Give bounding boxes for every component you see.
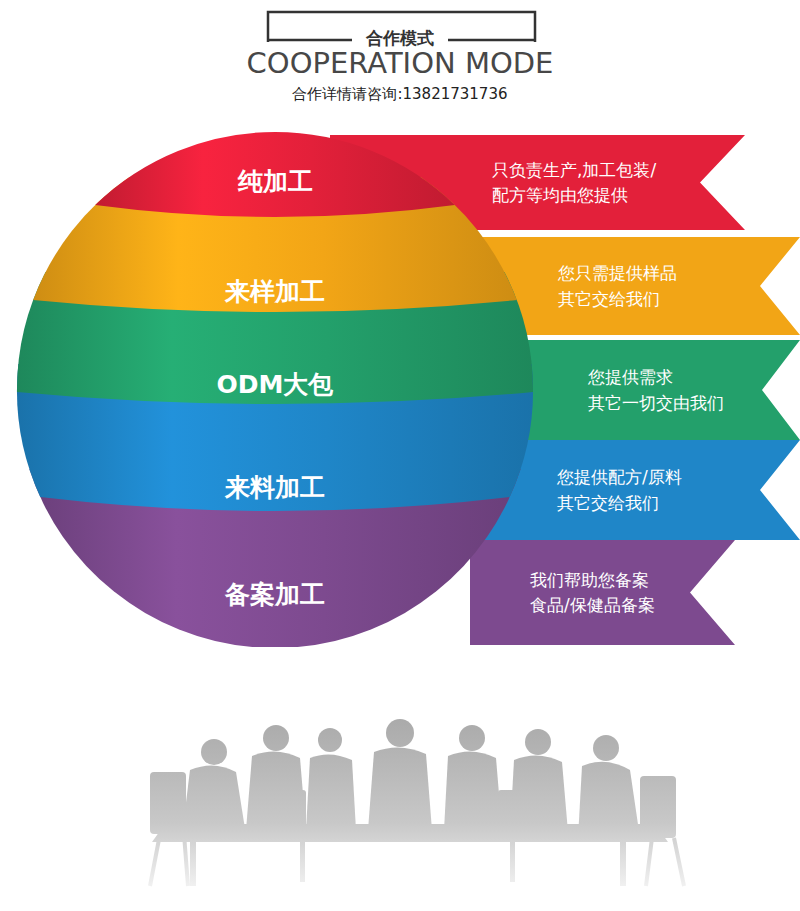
- band-fill: [29, 469, 520, 647]
- text-line: 来料加工: [17, 473, 533, 503]
- text-line: 您提供配方/原料: [557, 465, 682, 491]
- band-label: 来料加工: [17, 473, 533, 503]
- text-line: 食品/保健品备案: [530, 593, 655, 619]
- text-line: 其它交给我们: [558, 286, 677, 312]
- band-fill: [17, 272, 533, 404]
- contact-note: 合作详情请咨询:13821731736: [0, 85, 800, 104]
- ribbon-text: 我们帮助您备案 食品/保健品备案: [530, 567, 655, 618]
- band-label: ODM大包: [17, 370, 533, 400]
- text-line: 其它交给我们: [557, 490, 682, 516]
- text-line: 备案加工: [17, 580, 533, 610]
- subtitle: COOPERATION MODE: [0, 46, 800, 80]
- text-line: 您提供需求: [588, 365, 724, 391]
- text-line: 来样加工: [17, 277, 533, 307]
- text-line: 纯加工: [17, 167, 533, 197]
- band-label: 纯加工: [17, 167, 533, 197]
- ribbon-text: 您提供需求 其它一切交由我们: [588, 365, 724, 416]
- band-label: 备案加工: [17, 580, 533, 610]
- ribbon-text: 您只需提供样品 其它交给我们: [558, 261, 677, 312]
- band-fill: [17, 364, 533, 511]
- text-line: 配方等均由您提供: [492, 183, 656, 209]
- ribbon-fill: [450, 440, 800, 540]
- text-line: 您只需提供样品: [558, 261, 677, 287]
- band-label: 来样加工: [17, 277, 533, 307]
- text-line: 其它一切交由我们: [588, 390, 724, 416]
- text-line: 只负责生产,加工包装/: [492, 157, 656, 183]
- ribbon-text: 您提供配方/原料 其它交给我们: [557, 465, 682, 516]
- ribbon-shape: [470, 540, 735, 645]
- ribbon-text: 只负责生产,加工包装/ 配方等均由您提供: [492, 157, 656, 208]
- ribbon-banner: 我们帮助您备案 食品/保健品备案: [470, 540, 735, 645]
- text-line: ODM大包: [17, 370, 533, 400]
- ribbon-fill: [470, 540, 735, 645]
- text-line: 我们帮助您备案: [530, 567, 655, 593]
- meeting-silhouette: [150, 719, 684, 886]
- sphere-band: 纯加工: [17, 132, 533, 221]
